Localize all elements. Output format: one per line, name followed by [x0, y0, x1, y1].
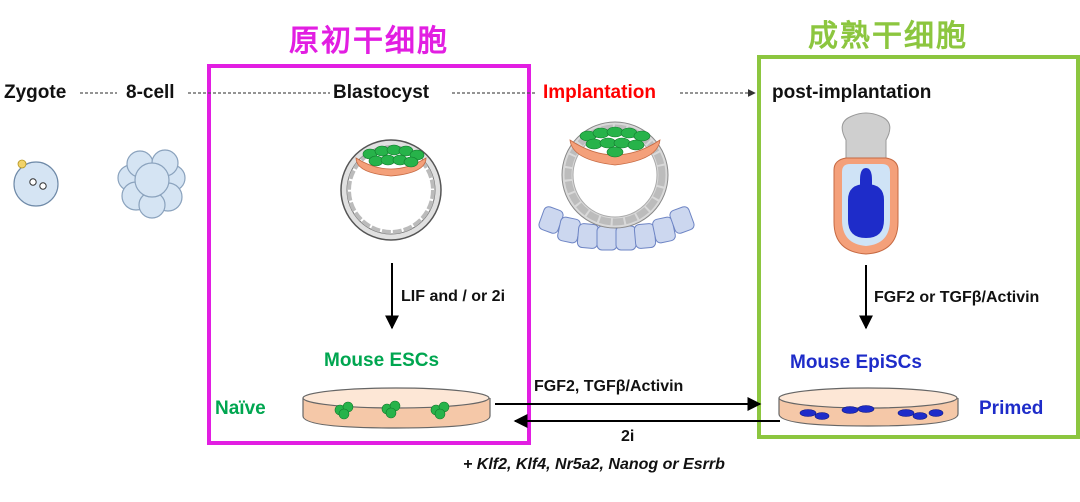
reverse-condition: 2i — [621, 428, 635, 445]
mouse-episcs-label: Mouse EpiSCs — [790, 352, 922, 373]
primed-label: Primed — [979, 398, 1044, 419]
stage-eight-cell: 8-cell — [126, 82, 175, 103]
factors-condition: + Klf2, Klf4, Nr5a2, Nanog or Esrrb — [463, 456, 725, 473]
eight-cell-icon — [117, 149, 186, 219]
fgf-condition: FGF2 or TGFβ/Activin — [874, 289, 1040, 306]
stage-blastocyst: Blastocyst — [333, 82, 430, 103]
naive-title: 原初干细胞 — [289, 24, 449, 59]
naive-label: Naïve — [215, 398, 266, 419]
zygote-icon — [13, 159, 59, 207]
mouse-escs-label: Mouse ESCs — [324, 350, 440, 371]
naive-box — [207, 64, 531, 445]
stage-zygote: Zygote — [4, 82, 67, 103]
forward-condition: FGF2, TGFβ/Activin — [534, 378, 684, 395]
egg-cylinder-icon — [833, 112, 899, 255]
stage-post-implantation: post-implantation — [772, 82, 932, 103]
episc-dish-icon — [778, 387, 959, 427]
stage-implantation: Implantation — [543, 82, 656, 103]
esc-dish-icon — [302, 387, 491, 429]
lif-condition: LIF and / or 2i — [401, 288, 506, 305]
primed-title: 成熟干细胞 — [808, 19, 968, 54]
implanting-embryo-icon — [538, 121, 695, 251]
primed-box — [757, 55, 1080, 439]
blastocyst-icon — [340, 139, 442, 241]
